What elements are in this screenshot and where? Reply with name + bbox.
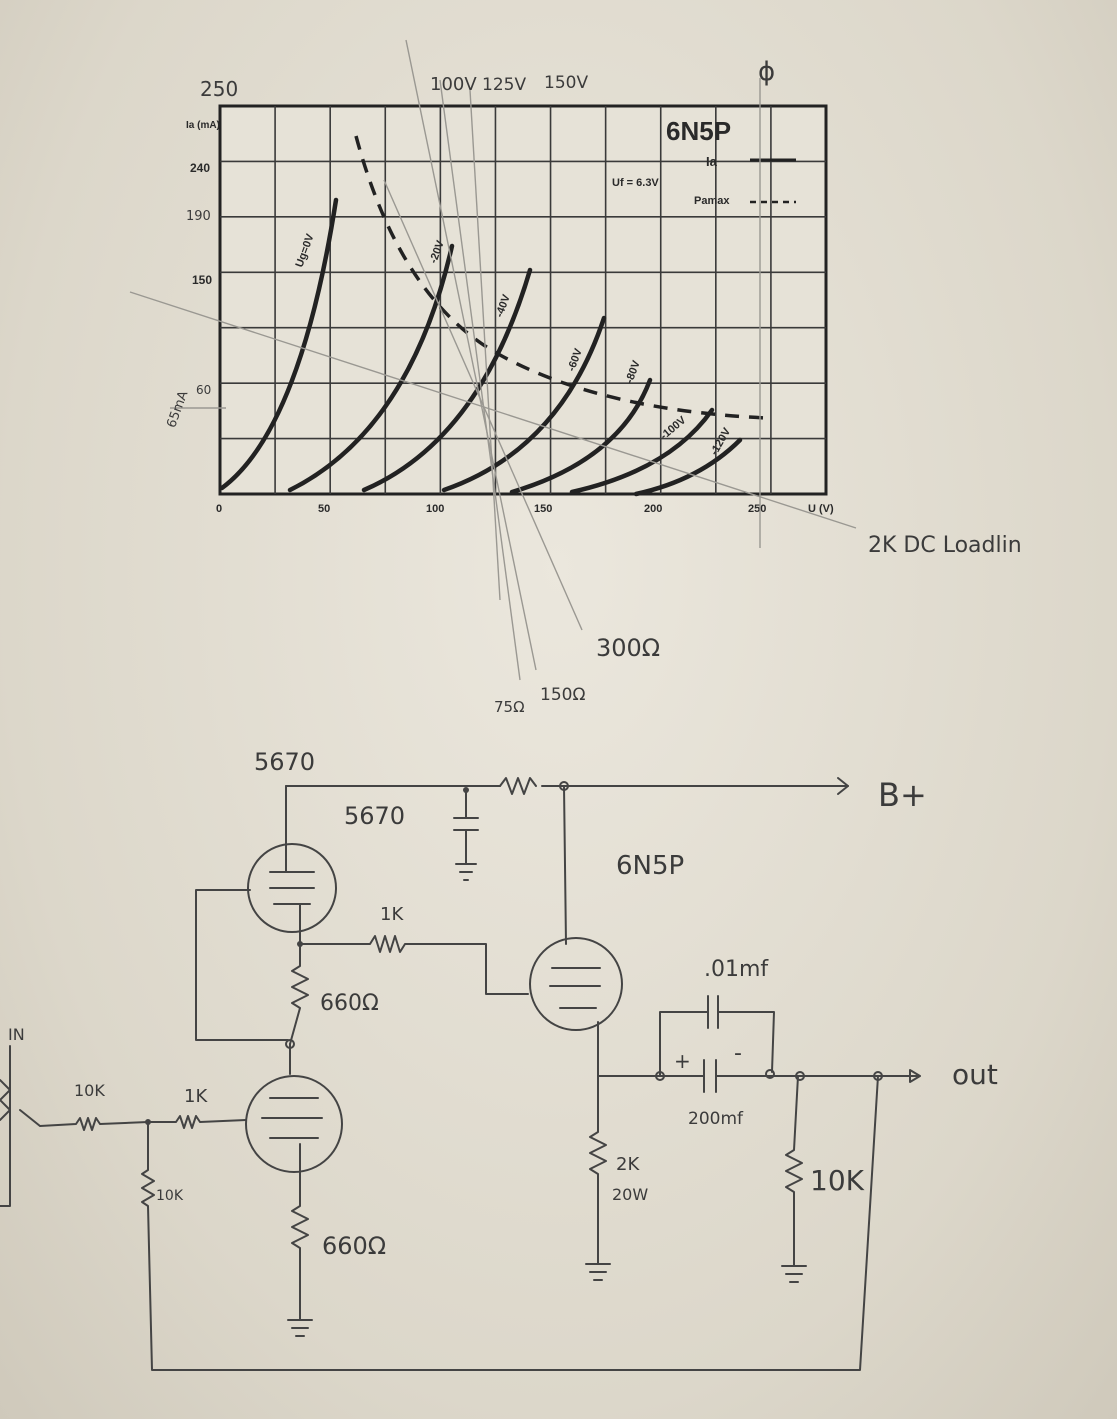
note-300: 300Ω — [596, 634, 660, 662]
note-loadline: 2K DC Loadlin — [868, 533, 1022, 558]
label-r-shunt: 10K — [156, 1188, 184, 1204]
load-line-150 — [439, 79, 521, 681]
load-line-100v — [469, 89, 501, 601]
wire-6n5p-cathode — [597, 1021, 661, 1077]
cap-001 — [659, 995, 775, 1077]
note-75: 75Ω — [494, 698, 525, 716]
x-tick-200: 200 — [644, 503, 662, 515]
curve-minus-20v — [287, 243, 455, 493]
x-tick-250: 250 — [748, 503, 766, 515]
label-tube-6n5p: 6N5P — [616, 851, 684, 881]
tube-6n5p — [529, 937, 623, 1031]
heater-note: Uf = 6.3V — [612, 177, 659, 189]
x-tick-50: 50 — [318, 503, 330, 515]
legend-solid-label: Ia — [706, 154, 718, 169]
curve-minus-120v — [633, 437, 743, 497]
pencil-load-lines — [129, 39, 857, 681]
tube-lower-elements — [261, 1097, 323, 1139]
tube-5670-lower — [245, 1075, 343, 1173]
decoupling-cap — [453, 789, 479, 881]
pamax-dashed-curve — [354, 135, 767, 420]
note-250: 250 — [200, 77, 238, 101]
label-r-10k-out: 10K — [810, 1164, 865, 1197]
label-r-1k-grid: 1K — [380, 904, 404, 925]
curve-minus-40v — [361, 267, 533, 493]
label-bplus: B+ — [878, 776, 927, 814]
label-tube-5670-mid: 5670 — [344, 802, 405, 830]
tube-5670-upper — [247, 843, 337, 933]
wire-output — [769, 1069, 921, 1083]
curve-minus-80v — [509, 377, 653, 495]
wire-6n5p-plate — [563, 785, 567, 945]
x-axis-label: U (V) — [808, 503, 834, 515]
feedback-loop — [141, 1075, 879, 1371]
tube-6n5p-elements — [549, 967, 601, 1009]
x-tick-150: 150 — [534, 503, 552, 515]
chart-grid — [220, 106, 826, 494]
dc-load-line — [129, 291, 857, 529]
y-axis-label: Ia (mA) — [186, 120, 220, 131]
resistor-bplus — [499, 777, 537, 795]
label-output: out — [952, 1058, 998, 1091]
cap-200 — [659, 1059, 771, 1093]
note-phi: ϕ — [758, 57, 775, 87]
resistor-2k-cathode — [585, 1075, 611, 1281]
bplus-arrow — [837, 777, 849, 795]
load-line-300 — [383, 179, 583, 631]
note-125v: 125V — [482, 75, 526, 95]
amplifier-schematic — [0, 777, 921, 1371]
resistor-10k-input — [19, 1109, 149, 1131]
label-tube-5670-top: 5670 — [254, 748, 315, 776]
note-65ma: 65mA — [164, 389, 191, 430]
resistor-1k-grid — [299, 935, 529, 995]
y-tick-190: 190 — [186, 209, 211, 224]
label-cap-200: 200mf — [688, 1109, 744, 1129]
label-r-1k-lower: 1K — [184, 1086, 208, 1107]
label-r-10k-in: 10K — [74, 1081, 105, 1100]
legend-dashed-label: Pamax — [694, 195, 730, 207]
tube-curve-chart: 6N5P Ia Pamax Uf = 6.3V Ia (mA) U (V) 24… — [186, 104, 834, 515]
note-150v: 150V — [544, 73, 588, 93]
load-line-75 — [405, 39, 537, 671]
label-r-2k: 2K — [616, 1154, 640, 1175]
label-r-660-upper: 660Ω — [320, 991, 379, 1016]
y-tick-240: 240 — [190, 161, 210, 175]
ground-lower — [287, 1319, 313, 1337]
label-cap-minus: - — [734, 1041, 742, 1066]
resistor-660-lower — [291, 1143, 309, 1321]
x-tick-0: 0 — [216, 503, 222, 515]
tube-upper-elements — [269, 859, 315, 905]
note-150: 150Ω — [540, 685, 585, 705]
curve-ug-0v — [219, 197, 339, 491]
chart-title: 6N5P — [666, 116, 731, 146]
curve-minus-100v — [569, 407, 715, 495]
resistor-1k-lower-grid — [147, 1115, 247, 1129]
label-cap-plus: + — [674, 1049, 691, 1073]
input-pot — [0, 1045, 11, 1207]
curve-minus-60v — [441, 315, 607, 493]
note-100v: 100V — [430, 74, 477, 95]
resistor-660-upper — [289, 943, 309, 1045]
label-cap-001: .01mf — [704, 957, 769, 982]
resistor-10k-output — [781, 1075, 807, 1283]
y-tick-150: 150 — [192, 273, 212, 287]
label-r-20w: 20W — [612, 1185, 648, 1204]
wire-upper-grid — [195, 889, 289, 1041]
chart-frame — [218, 104, 828, 496]
label-input: IN — [8, 1025, 25, 1044]
label-r-660-lower: 660Ω — [322, 1232, 386, 1260]
y-tick-60: 60 — [196, 383, 211, 397]
x-tick-100: 100 — [426, 503, 444, 515]
